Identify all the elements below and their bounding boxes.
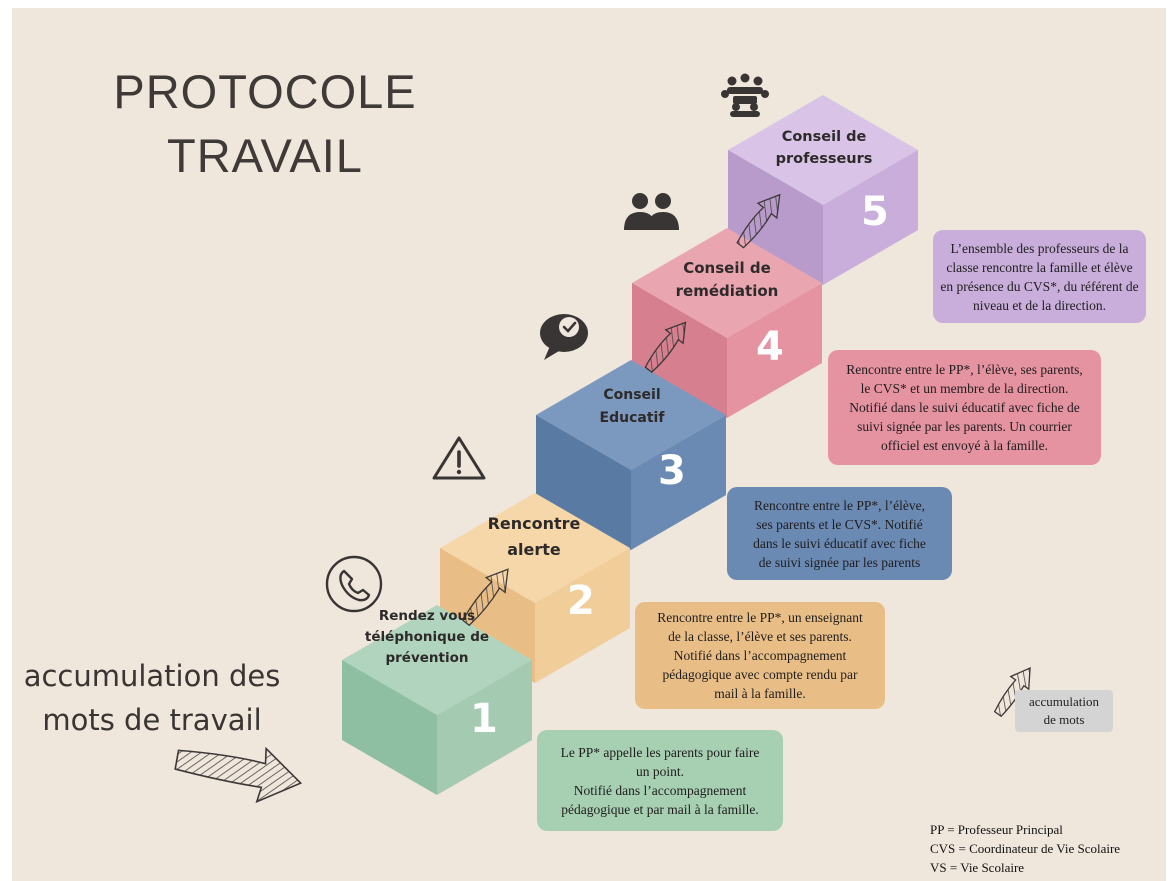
step-3-desc-line-2: ses parents et le CVS*. Notifié <box>756 516 923 532</box>
warning-icon <box>432 436 486 480</box>
step-5-title: Conseil de professeurs <box>754 126 894 170</box>
title-line-2: TRAVAIL <box>167 129 363 182</box>
phone-icon <box>325 555 383 613</box>
step-2-desc-line-1: Rencontre entre le PP*, un enseignant <box>657 610 863 625</box>
step-4-title-line-1: Conseil de <box>683 259 771 277</box>
page-title: PROTOCOLE TRAVAIL <box>110 60 420 188</box>
step-2-desc-line-5: mail à la famille. <box>714 686 806 701</box>
climb-arrow-2 <box>644 321 687 373</box>
step-1-desc-line-2: un point. <box>635 763 684 779</box>
step-2-title: Rencontre alerte <box>464 511 604 563</box>
step-2-number: 2 <box>567 578 595 624</box>
legend-arrow <box>993 667 1031 718</box>
step-1-desc-line-3: Notifié dans l’accompagnement <box>573 782 747 798</box>
step-3-number: 3 <box>658 448 686 494</box>
step-2-desc-line-3: Notifié dans l’accompagnement <box>673 648 847 663</box>
step-1-title-line-2: téléphonique de <box>364 629 490 645</box>
step-4-desc-line-4: suivi signée par les parents. Un courrie… <box>857 419 1072 434</box>
step-4-desc-line-1: Rencontre entre le PP*, l’élève, ses par… <box>846 362 1083 377</box>
step-3-title-line-1: Conseil <box>603 387 661 403</box>
side-note-line-1: accumulation des <box>23 659 281 693</box>
climb-arrow-3 <box>736 193 781 249</box>
step-1-number: 1 <box>470 696 498 742</box>
glossary-item: VS = Vie Scolaire <box>930 860 1025 875</box>
legend-tag-line-2: de mots <box>1043 712 1085 727</box>
step-1-desc-line-4: pédagogique et par mail à la famille. <box>561 801 759 817</box>
step-3-title-line-2: Educatif <box>599 410 665 426</box>
step-1-title-line-1: Rendez vous <box>378 608 476 624</box>
side-note: accumulation des mots de travail <box>16 654 288 742</box>
step-3-desc-line-4: de suivi signée par les parents <box>758 554 921 570</box>
step-4-desc-line-5: officiel est envoyé à la famille. <box>881 438 1048 453</box>
step-5-number: 5 <box>861 189 889 235</box>
step-4-desc-line-3: Notifié dans le suivi éducatif avec fich… <box>849 400 1080 415</box>
cube-step-4 <box>632 228 822 418</box>
glossary: PP = Professeur Principal CVS = Coordina… <box>930 820 1120 877</box>
step-3-desc-line-1: Rencontre entre le PP*, l’élève, <box>754 497 925 513</box>
step-5-desc-line-4: niveau et de la direction. <box>972 297 1107 313</box>
meeting-group-icon <box>721 73 769 117</box>
step-5-description: L’ensemble des professeurs de la classe … <box>933 230 1146 323</box>
step-4-title-line-2: remédiation <box>675 282 779 300</box>
cube-step-3 <box>536 360 726 550</box>
step-5-title-line-1: Conseil de <box>781 129 867 145</box>
cube-step-2 <box>440 493 630 683</box>
step-4-description: Rencontre entre le PP*, l’élève, ses par… <box>828 350 1101 465</box>
step-4-number: 4 <box>756 324 784 370</box>
step-1-title-line-3: prévention <box>385 650 469 666</box>
step-2-title-line-2: alerte <box>507 540 561 559</box>
step-5-desc-line-1: L’ensemble des professeurs de la <box>950 240 1129 256</box>
accumulation-arrow <box>174 746 303 804</box>
step-1-title: Rendez vous téléphonique de prévention <box>352 606 502 669</box>
legend-tag: accumulation de mots <box>1015 690 1113 732</box>
step-1-description: Le PP* appelle les parents pour faire un… <box>537 730 783 831</box>
glossary-item: PP = Professeur Principal <box>930 822 1063 837</box>
staircase-drawing <box>174 73 1031 804</box>
step-2-desc-line-4: pédagogique avec compte rendu par <box>662 667 858 682</box>
step-5-title-line-2: professeurs <box>775 151 873 167</box>
title-line-1: PROTOCOLE <box>113 65 417 118</box>
climb-arrow-1 <box>462 568 509 627</box>
step-5-desc-line-3: en présence du CVS*, du référent de <box>940 278 1139 294</box>
step-5-desc-line-2: classe rencontre la famille et élève <box>946 259 1133 275</box>
step-3-title: Conseil Educatif <box>577 384 687 430</box>
step-2-description: Rencontre entre le PP*, un enseignant de… <box>635 602 885 709</box>
infographic-canvas: { "title": { "line1": "PROTOCOLE", "line… <box>12 8 1166 881</box>
step-3-desc-line-3: dans le suivi éducatif avec fiche <box>753 535 926 551</box>
step-4-desc-line-2: le CVS* et un membre de la direction. <box>860 381 1069 396</box>
step-4-title: Conseil de remédiation <box>657 257 797 303</box>
glossary-item: CVS = Coordinateur de Vie Scolaire <box>930 841 1121 856</box>
chat-check-icon <box>540 314 588 360</box>
step-3-description: Rencontre entre le PP*, l’élève, ses par… <box>727 487 952 580</box>
step-2-title-line-1: Rencontre <box>487 514 581 533</box>
cube-step-1 <box>342 605 532 795</box>
two-people-icon <box>624 193 679 230</box>
legend-tag-line-1: accumulation <box>1028 694 1100 709</box>
step-1-desc-line-1: Le PP* appelle les parents pour faire <box>560 744 760 760</box>
side-note-line-2: mots de travail <box>42 703 262 737</box>
step-2-desc-line-2: de la classe, l’élève et ses parents. <box>668 629 852 644</box>
